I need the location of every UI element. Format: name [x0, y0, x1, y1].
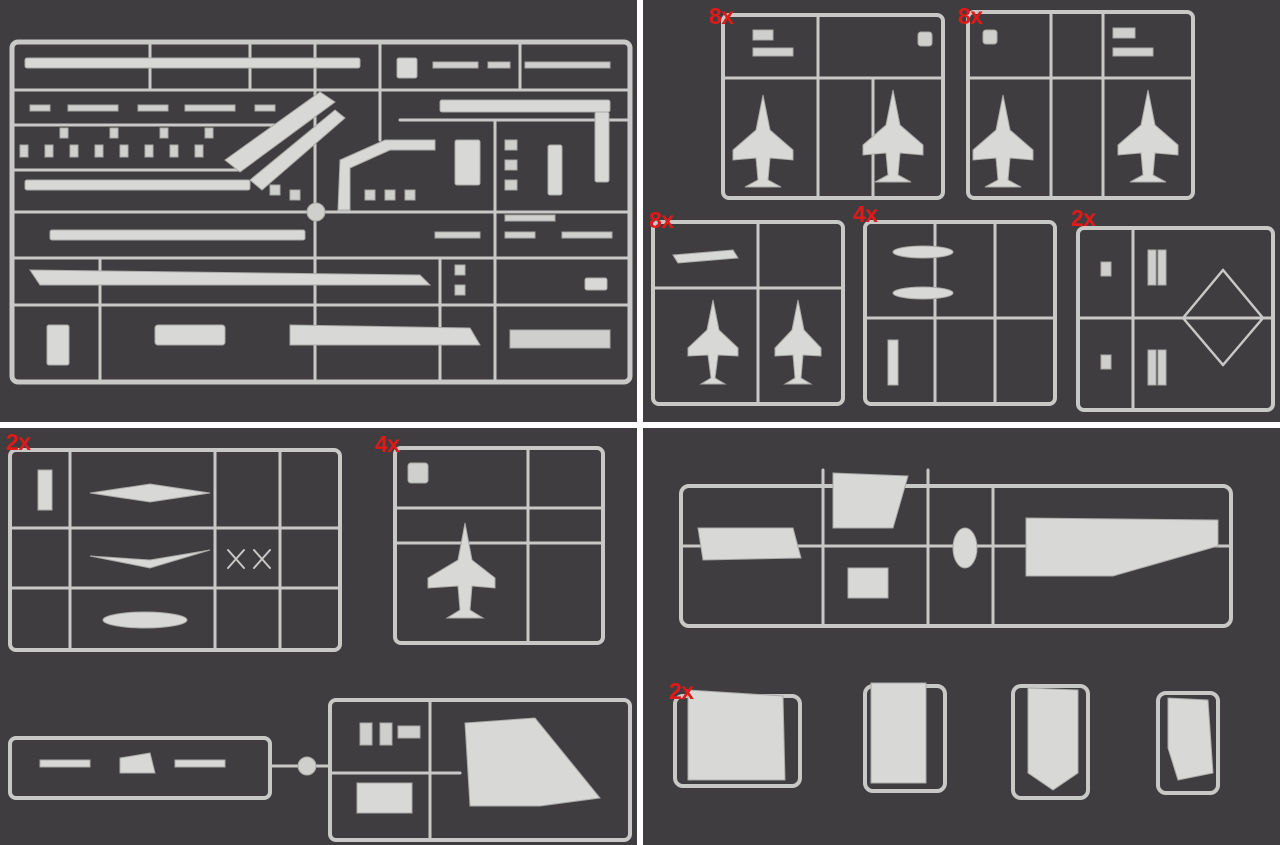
quantity-label: 2x: [6, 429, 31, 455]
deck-sprue-image: [9, 39, 633, 385]
island-sprues-image: [673, 468, 1233, 800]
panel-top-left: [0, 0, 637, 422]
panel-bottom-left: 2x 4x: [0, 428, 637, 845]
quantity-label: 4x: [375, 431, 400, 457]
quantity-label: 4x: [853, 201, 878, 227]
quantity-label: 2x: [1071, 205, 1096, 231]
helicopter-sprues-image: [8, 446, 632, 842]
panel-top-right: 8x 8x 8x 4x 2x: [643, 0, 1280, 422]
panel-bottom-right: 2x: [643, 428, 1280, 845]
quantity-label: 8x: [958, 3, 983, 29]
quantity-label: 8x: [649, 207, 674, 233]
quantity-label: 8x: [709, 3, 734, 29]
aircraft-sprues-image: [651, 10, 1275, 412]
quantity-label: 2x: [669, 678, 694, 704]
